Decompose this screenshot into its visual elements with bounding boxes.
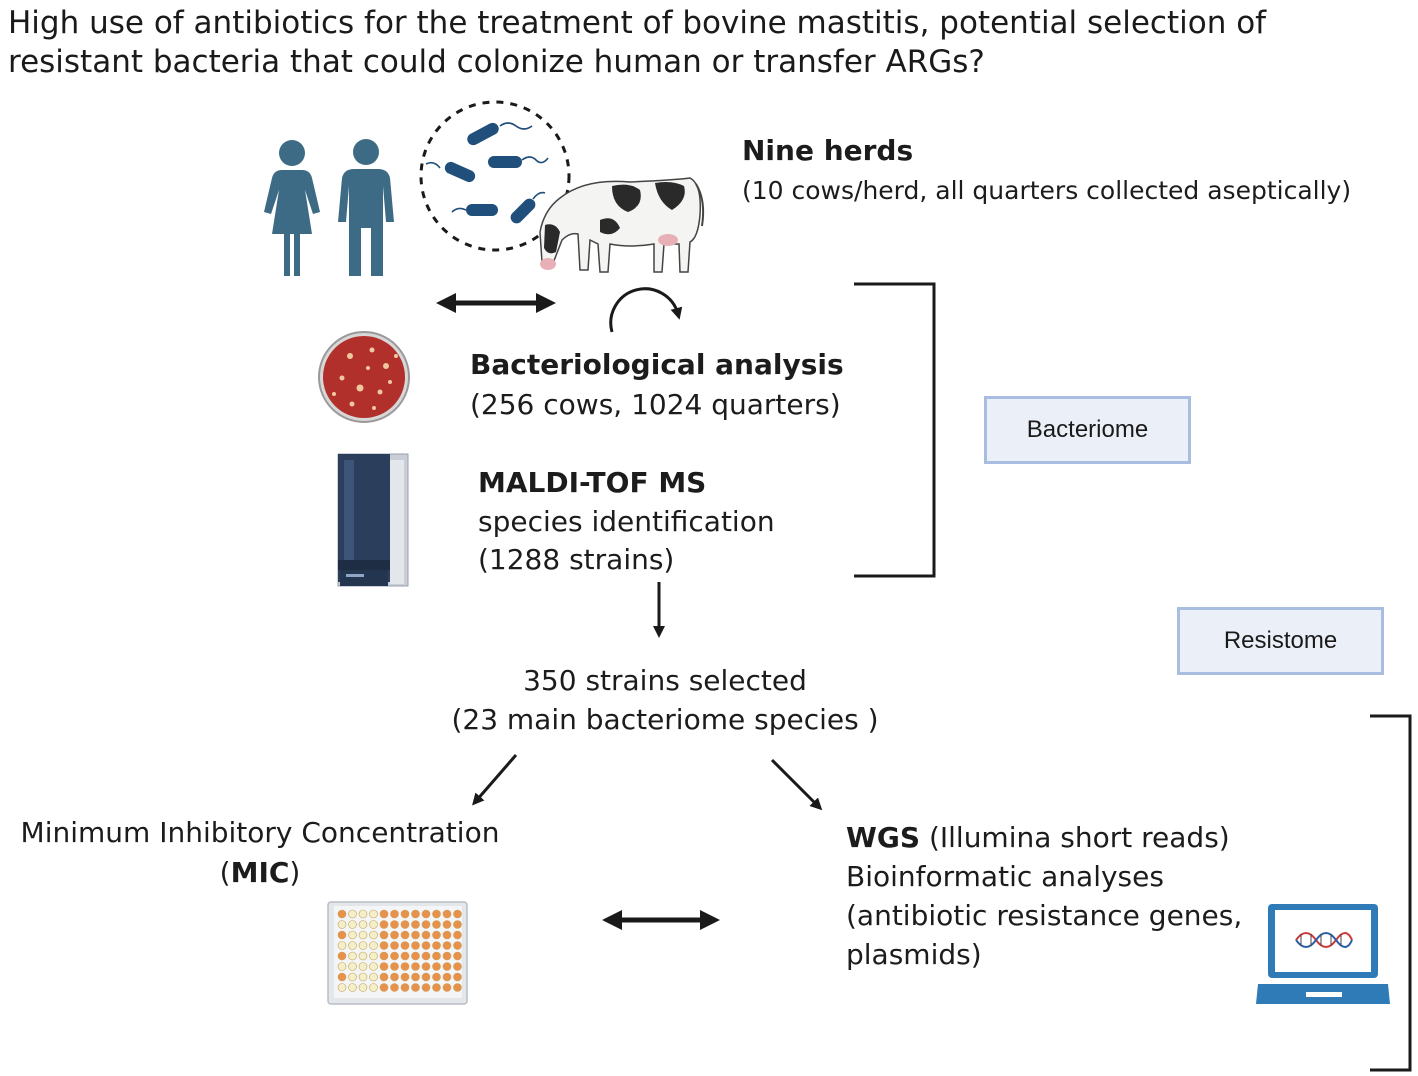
title-line-1: High use of antibiotics for the treatmen… [8, 5, 1267, 41]
mic-line-2: (MIC) [10, 854, 510, 892]
maldi-tof-instrument-icon [337, 453, 409, 587]
resistome-box: Resistome [1177, 607, 1384, 675]
bacteriological-heading: Bacteriological analysis [470, 348, 844, 381]
cow-icon [539, 177, 705, 273]
arrow-to-wgs [770, 758, 823, 811]
selection-line-1: 350 strains selected [523, 664, 807, 697]
maldi-line-3: (1288 strains) [478, 543, 675, 576]
mic-paren-open: ( [219, 856, 231, 889]
selection-line-2: (23 main bacteriome species ) [451, 703, 879, 736]
herds-heading: Nine herds [742, 134, 914, 167]
arrow-to-mic [472, 754, 518, 806]
cycle-arrow-icon [609, 287, 683, 333]
mic-line-1: Minimum Inhibitory Concentration [20, 816, 500, 849]
petri-dish-icon [318, 331, 410, 423]
mic-paren-close: ) [289, 856, 301, 889]
microplate-icon [327, 901, 468, 1005]
herds-detail: (10 cows/herd, all quarters collected as… [742, 176, 1352, 205]
mic-abbr: MIC [230, 856, 290, 889]
wgs-line-3: (antibiotic resistance genes, [846, 899, 1243, 932]
wgs-line-1-rest: (Illumina short reads) [920, 821, 1230, 854]
maldi-heading: MALDI-TOF MS [478, 466, 707, 499]
woman-icon [264, 140, 320, 276]
wgs-line-1: WGS (Illumina short reads) [846, 819, 1230, 857]
bacteriological-detail: (256 cows, 1024 quarters) [470, 388, 841, 421]
man-icon [338, 139, 394, 276]
wgs-line-4: plasmids) [846, 938, 982, 971]
wgs-line-2: Bioinformatic analyses [846, 860, 1164, 893]
bacteriome-bracket [854, 282, 936, 578]
bacteria-circle-icon [419, 100, 571, 252]
diagram-title: High use of antibiotics for the treatmen… [8, 4, 1266, 82]
resistome-bracket [1370, 714, 1412, 1072]
maldi-line-2: species identification [478, 505, 775, 538]
laptop-dna-icon [1256, 904, 1390, 1004]
title-line-2: resistant bacteria that could colonize h… [8, 44, 985, 80]
wgs-abbr: WGS [846, 821, 921, 854]
bacteriome-box: Bacteriome [984, 396, 1191, 464]
